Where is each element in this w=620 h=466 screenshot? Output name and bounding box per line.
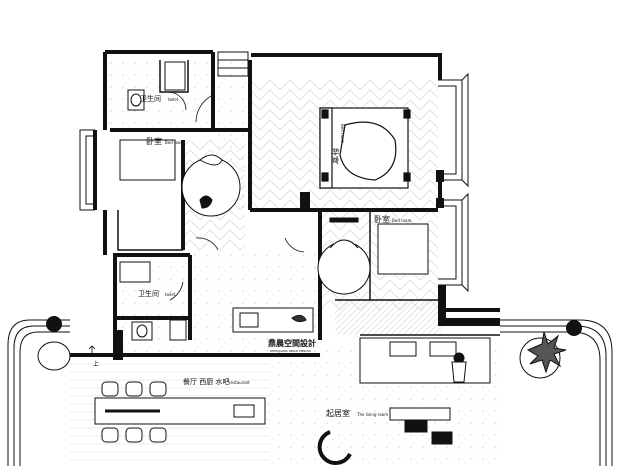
up-arrow-label: 上 [93, 360, 99, 368]
logo: 鼎晨空間設計 ZHEN JIANG SPACE DESIGN [268, 338, 316, 353]
left-bedroom-furniture [119, 139, 241, 217]
living-furniture [317, 337, 491, 465]
master-bedroom-label-en: Bed room [340, 124, 345, 143]
figure-living [451, 352, 467, 383]
right-bedroom-furniture [317, 217, 429, 295]
doors [167, 91, 305, 301]
balcony-left [7, 319, 70, 466]
bay-window-top-right [438, 72, 469, 188]
room-labels: 卫生间 toilet 卧室 Bed room 卧室 Bed room 卧室 Be… [93, 94, 411, 418]
partitions [117, 60, 500, 336]
columns [113, 170, 500, 360]
plant-right [519, 331, 567, 379]
kitchen-counter [232, 307, 314, 333]
bedroom-right-label-en: Bed room [392, 218, 411, 223]
bedroom-left-label: 卧室 [146, 136, 162, 146]
master-bedroom-label: 卧室 [330, 148, 340, 164]
logo-text: 鼎晨空間設計 [268, 338, 316, 348]
dining-table [94, 381, 266, 443]
walls [60, 50, 500, 360]
bay-window-mid-right [438, 192, 469, 293]
logo-text-en: ZHEN JIANG SPACE DESIGN [270, 349, 311, 353]
dining-chairs [101, 381, 167, 443]
toilet-fixtures [119, 61, 187, 341]
bedroom-right-label: 卧室 [374, 214, 390, 224]
lamp-left [37, 316, 71, 371]
toilet-top-label-en: toilet [168, 97, 179, 102]
living-label-en: The living room [356, 412, 388, 417]
toilet-bottom-label: 卫生间 [138, 289, 159, 298]
bay-window-left [79, 129, 95, 211]
bedroom-left-label-en: Bed room [165, 140, 184, 145]
dining-label: 餐厅 西厨 水吧 [183, 377, 229, 386]
master-bed [319, 107, 411, 189]
toilet-bottom-label-en: toilet [165, 292, 176, 297]
toilet-top-label: 卫生间 [140, 94, 161, 103]
lamp-right [566, 320, 582, 336]
up-arrow [88, 345, 96, 356]
dining-label-en: restaurant [229, 380, 250, 385]
living-label: 起居室 [326, 408, 350, 418]
